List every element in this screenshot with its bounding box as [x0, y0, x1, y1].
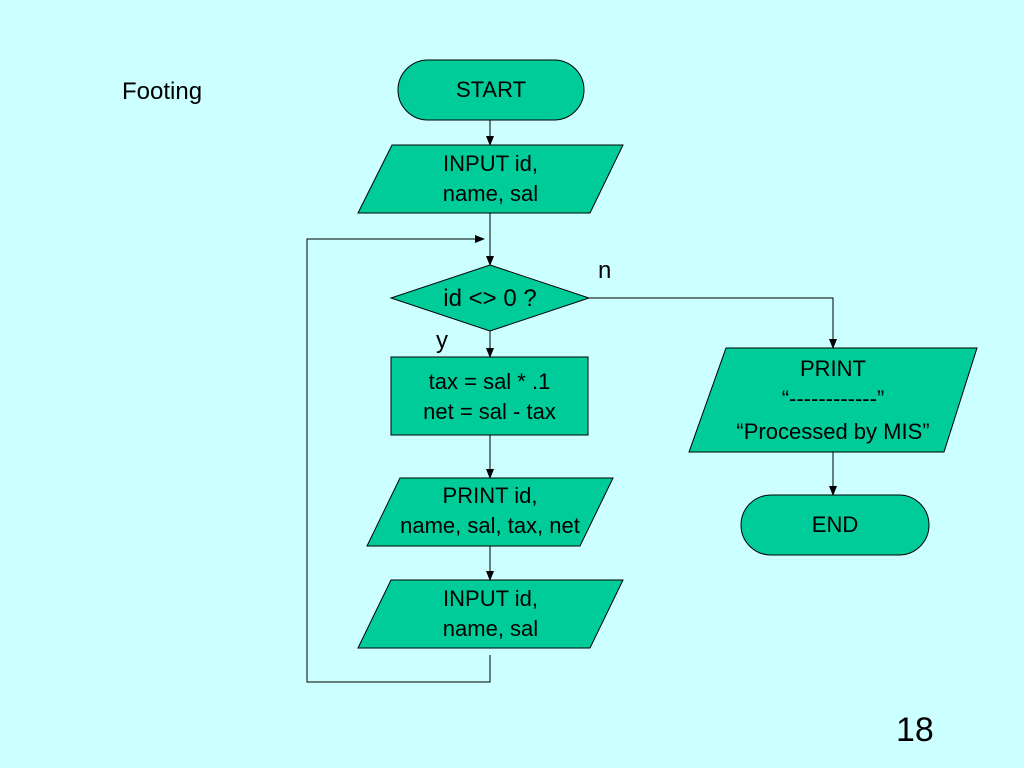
process-line-1: tax = sal * .1	[428, 369, 551, 394]
start-terminator	[397, 59, 585, 121]
input-parallelogram-2	[357, 579, 624, 649]
print-footer-line-3: “Processed by MIS”	[736, 419, 930, 444]
print-footer-line-2: “------------”	[781, 386, 885, 411]
print-footer-parallelogram	[688, 347, 978, 453]
no-branch-label: n	[598, 257, 612, 284]
loop-back-connector	[306, 235, 491, 683]
input-2-line-1: INPUT id,	[443, 586, 538, 611]
decision-label: id <> 0 ?	[443, 285, 537, 312]
start-label: START	[455, 77, 527, 102]
input-1-line-2: name, sal	[442, 181, 539, 206]
input-parallelogram-1	[357, 144, 624, 214]
print-detail-line-2: name, sal, tax, net	[400, 513, 580, 538]
yes-branch-label: y	[436, 327, 448, 354]
process-line-2: net = sal - tax	[423, 399, 556, 424]
end-label: END	[811, 512, 859, 537]
input-2-line-2: name, sal	[442, 616, 539, 641]
page-number: 18	[896, 711, 934, 749]
print-detail-parallelogram	[366, 477, 614, 547]
print-detail-line-1: PRINT id,	[442, 483, 538, 508]
arrow-decision-no-branch	[589, 297, 837, 349]
input-1-line-1: INPUT id,	[443, 151, 538, 176]
print-footer-line-1: PRINT	[800, 356, 866, 381]
slide-heading: Footing	[122, 78, 203, 105]
